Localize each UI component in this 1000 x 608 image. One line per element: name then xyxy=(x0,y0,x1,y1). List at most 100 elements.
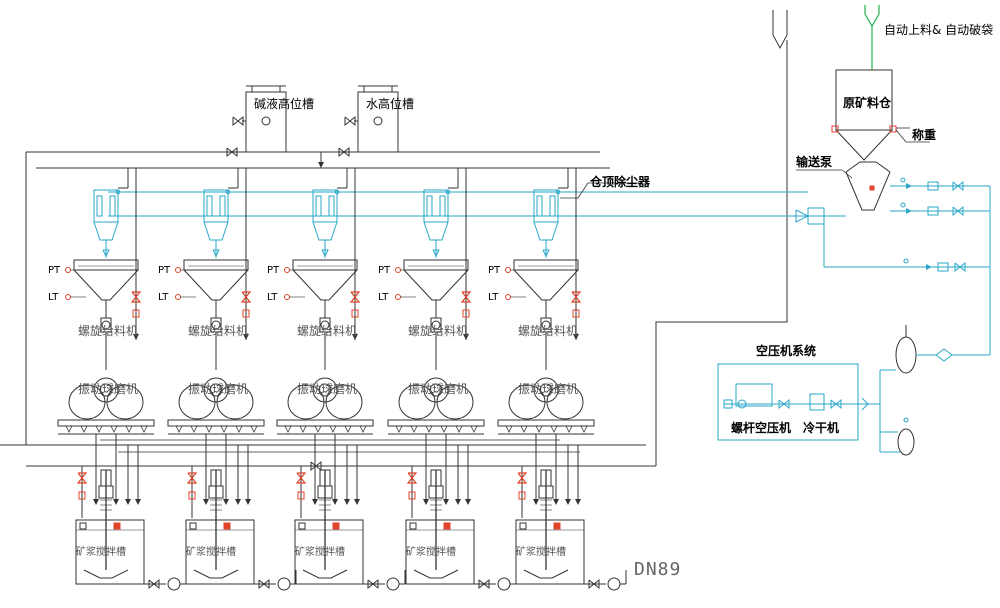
lt-label: LT xyxy=(158,292,169,303)
spring-icon xyxy=(565,425,573,433)
slurry-pump-icon xyxy=(386,577,400,591)
pt-label: PT xyxy=(378,265,391,276)
bin-cone-icon xyxy=(513,269,579,301)
arrow-down-icon xyxy=(455,499,461,505)
spring-icon xyxy=(220,425,228,433)
arrow-right-icon xyxy=(906,183,912,189)
lt-instrument-icon xyxy=(505,294,511,300)
lt-label: LT xyxy=(488,292,499,303)
feed-valve-icon xyxy=(349,291,361,303)
arrow-down-icon xyxy=(318,162,324,168)
spring-icon xyxy=(425,425,433,433)
spring-icon xyxy=(284,425,292,433)
flow-meter-icon xyxy=(242,309,250,318)
ball-mill-core-icon xyxy=(429,383,443,397)
air-system-label: 空压机系统 xyxy=(756,344,817,358)
slurry-tank-3 xyxy=(294,519,364,585)
agitator-gearbox-2 xyxy=(208,485,224,499)
ball-mill-motor-icon xyxy=(533,377,559,403)
alkali-tank-valve-icon xyxy=(232,115,244,127)
tank-outlet-valve-icon xyxy=(478,578,490,590)
arrow-down-icon xyxy=(243,334,249,340)
auto-feed-inlet-icon xyxy=(864,5,880,28)
rotary-valve-icon xyxy=(321,249,329,258)
air-valve-icon xyxy=(954,261,966,273)
vent-icon xyxy=(555,189,561,195)
spring-icon xyxy=(95,425,103,433)
arrow-down-icon xyxy=(344,499,350,505)
spring-icon xyxy=(80,425,88,433)
lt-instrument-icon xyxy=(395,294,401,300)
convey-valve-icon xyxy=(795,209,810,223)
ball-mill-base-3 xyxy=(276,419,374,427)
spring-icon xyxy=(235,425,243,433)
alkali-tank xyxy=(245,91,287,153)
ball-mill-label: 振动球磨机 xyxy=(188,382,249,396)
bin-top-4 xyxy=(403,259,469,271)
feed-valve-icon xyxy=(460,291,472,303)
screw-feeder-icon xyxy=(101,320,111,330)
filter-cone-icon xyxy=(312,221,338,241)
alkali-tank-label: 碱液高位槽 xyxy=(254,97,315,111)
arrow-down-icon xyxy=(565,499,571,505)
screw-feeder-icon xyxy=(541,320,551,330)
compressor-valve-icon xyxy=(778,398,790,410)
bin-top-3 xyxy=(292,259,358,271)
screw-feeder-icon xyxy=(320,320,330,330)
ball-mill-motor-icon xyxy=(312,377,338,403)
tank-outlet-valve-icon xyxy=(588,578,600,590)
arrow-down-icon xyxy=(312,499,318,505)
arrow-down-icon xyxy=(245,499,251,505)
slurry-tank-4 xyxy=(405,519,475,585)
arrow-down-icon xyxy=(113,499,119,505)
dryer-icon xyxy=(809,393,825,411)
bin-cone-icon xyxy=(403,269,469,301)
tank-nozzle-icon xyxy=(519,522,527,530)
spring-icon xyxy=(520,425,528,433)
alkali-outlet-valve-icon xyxy=(226,146,238,158)
air-check-valve-icon xyxy=(935,348,953,362)
arrow-down-icon xyxy=(203,499,209,505)
tank-flowmeter-icon xyxy=(188,491,196,500)
filter-bag-icon xyxy=(219,195,226,217)
slurry-tank-label: 矿浆搅拌槽 xyxy=(406,547,456,558)
arrow-down-icon xyxy=(125,499,131,505)
spring-icon xyxy=(470,425,478,433)
auto-feed-label: 自动上料& 自动破袋 xyxy=(884,23,994,37)
bin-cone-icon xyxy=(183,269,249,301)
pipe-size-label: DN89 xyxy=(634,559,682,580)
rotary-valve-icon xyxy=(432,249,440,258)
air-valve-icon xyxy=(952,205,964,217)
dryer-label: 冷干机 xyxy=(803,421,840,435)
bin-cone-icon xyxy=(73,269,139,301)
slurry-tank-label: 矿浆搅拌槽 xyxy=(186,547,236,558)
spring-icon xyxy=(410,425,418,433)
vent-icon xyxy=(334,189,340,195)
arrow-down-icon xyxy=(135,499,141,505)
process-unit-1 xyxy=(57,168,187,591)
dust-filter-1 xyxy=(93,189,119,223)
water-outlet-valve-icon xyxy=(338,146,350,158)
load-cell-icon xyxy=(831,125,839,133)
ball-mill-base-5 xyxy=(497,419,595,427)
raw-ore-bin xyxy=(835,69,893,131)
slurry-tank-label: 矿浆搅拌槽 xyxy=(76,547,126,558)
air-compressor-box xyxy=(717,363,859,441)
tank-nozzle-icon xyxy=(443,522,451,530)
screw-feeder-icon xyxy=(431,320,441,330)
pt-instrument-icon xyxy=(505,267,511,273)
screw-feeder-label: 螺旋给料机 xyxy=(78,324,139,338)
pump-vessel-top xyxy=(845,161,891,173)
pt-label: PT xyxy=(158,265,171,276)
arrow-down-icon xyxy=(223,499,229,505)
air-receiver-tank-icon xyxy=(895,336,917,374)
top-tanks xyxy=(226,85,399,168)
spring-icon xyxy=(329,425,337,433)
rotary-valve-icon xyxy=(542,249,550,258)
tank-nozzle-icon xyxy=(113,522,121,530)
arrow-down-icon xyxy=(573,334,579,340)
ball-mill-base-2 xyxy=(167,419,265,427)
lt-label: LT xyxy=(267,292,278,303)
arrow-right-icon xyxy=(926,264,932,270)
